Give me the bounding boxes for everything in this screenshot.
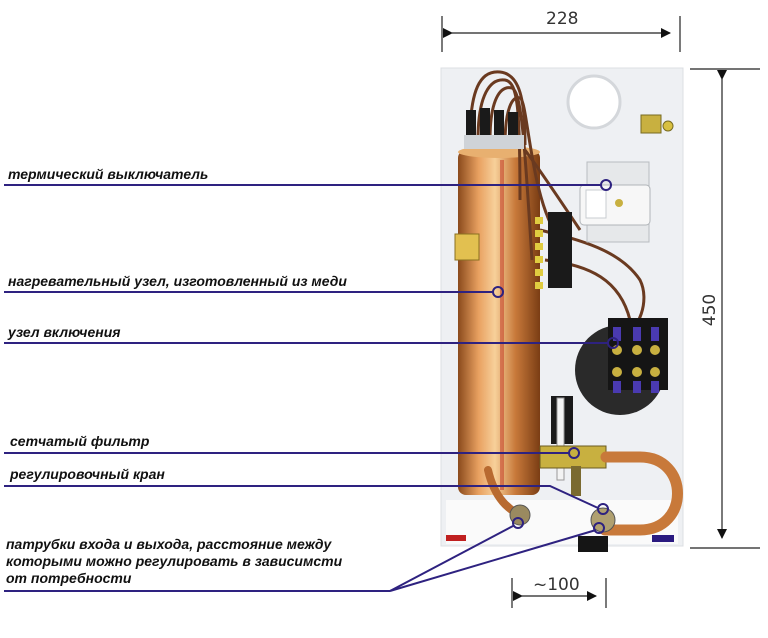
dimension-pipe-spacing-value: ~100 (533, 575, 580, 595)
dimension-height-value: 450 (700, 293, 721, 327)
leader-control-valve (4, 485, 609, 515)
label-pipes-line-2: которыми можно регулировать в зависимсти (6, 553, 343, 569)
label-pipes-line-1: патрубки входа и выхода, расстояние межд… (6, 536, 332, 552)
terminal-block (535, 212, 572, 289)
leader-heating-unit (4, 286, 504, 298)
label-thermal-switch: термический выключатель (8, 166, 209, 182)
label-control-valve: регулировочный кран (10, 466, 165, 482)
element-caps (464, 108, 524, 149)
cable-entry-hole (566, 74, 622, 130)
leader-pipes (4, 517, 605, 592)
label-switch-unit: узел включения (8, 324, 121, 340)
thermal-switch-module (579, 161, 651, 243)
label-pipes-line-3: от потребности (6, 570, 132, 586)
inlet-tag-red (446, 535, 466, 541)
label-heating-unit: нагревательный узел, изготовленный из ме… (8, 273, 347, 289)
leader-lines (4, 179, 619, 592)
dimension-width (441, 16, 681, 52)
outlet-tag-blue (652, 535, 674, 542)
pipe-bracket (578, 536, 608, 552)
leader-thermal-switch (4, 179, 612, 191)
contactor (575, 318, 668, 415)
flow-switch (551, 396, 573, 481)
leader-mesh-filter (4, 447, 580, 459)
leader-switch-unit (4, 337, 619, 349)
dimension-width-value: 228 (546, 9, 579, 29)
outlet-pipe (599, 451, 683, 536)
label-mesh-filter: сетчатый фильтр (10, 433, 150, 449)
dimension-pipe-spacing (511, 578, 607, 608)
label-pipes: патрубки входа и выхода, расстояние межд… (6, 536, 342, 587)
brass-fitting (454, 233, 480, 261)
ground-terminal (640, 114, 662, 134)
dimension-height (690, 68, 760, 549)
